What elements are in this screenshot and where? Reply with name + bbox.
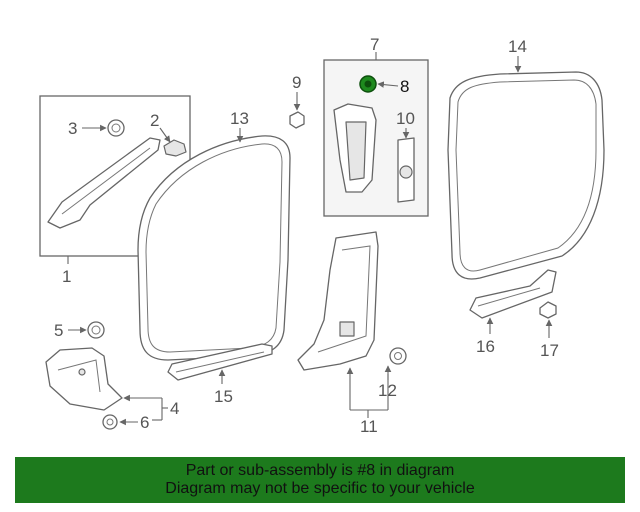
part-14-rear-weatherstrip[interactable] [447,71,605,280]
part-17-cap[interactable] [539,301,557,319]
label-4: 4 [170,399,179,418]
info-banner: Part or sub-assembly is #8 in diagram Di… [15,457,625,503]
part-2-clip[interactable] [163,139,187,157]
label-2: 2 [150,111,159,130]
label-7: 7 [370,35,379,54]
part-8-clip-highlighted[interactable] [359,75,377,93]
label-9: 9 [292,73,301,92]
banner-line-2: Diagram may not be specific to your vehi… [165,480,475,497]
part-10-bracket[interactable] [397,137,415,203]
label-17: 17 [540,341,559,360]
label-3: 3 [68,119,77,138]
label-5: 5 [54,321,63,340]
label-12: 12 [378,381,397,400]
label-15: 15 [214,387,233,406]
banner-line-1: Part or sub-assembly is #8 in diagram [185,462,455,479]
label-1: 1 [62,267,71,286]
part-7-group[interactable] [323,59,429,217]
part-15-scuff-plate[interactable] [167,343,273,381]
part-16-rear-scuff[interactable] [469,269,557,319]
label-14: 14 [508,37,527,56]
label-13: 13 [230,109,249,128]
part-5-grommet[interactable] [87,321,105,339]
part-6-clip[interactable] [102,414,118,430]
label-16: 16 [476,337,495,356]
part-3-clip[interactable] [107,119,125,137]
part-1-group[interactable] [39,95,191,264]
label-6: 6 [140,413,149,432]
part-12-clip[interactable] [389,347,407,365]
label-11: 11 [360,417,378,436]
label-8: 8 [400,77,409,96]
part-11-lower-pillar-trim[interactable] [297,231,379,371]
label-10: 10 [396,109,415,128]
part-13-weatherstrip[interactable] [137,135,291,361]
part-4-kick-panel[interactable] [45,347,123,411]
part-9-clip[interactable] [289,111,305,129]
